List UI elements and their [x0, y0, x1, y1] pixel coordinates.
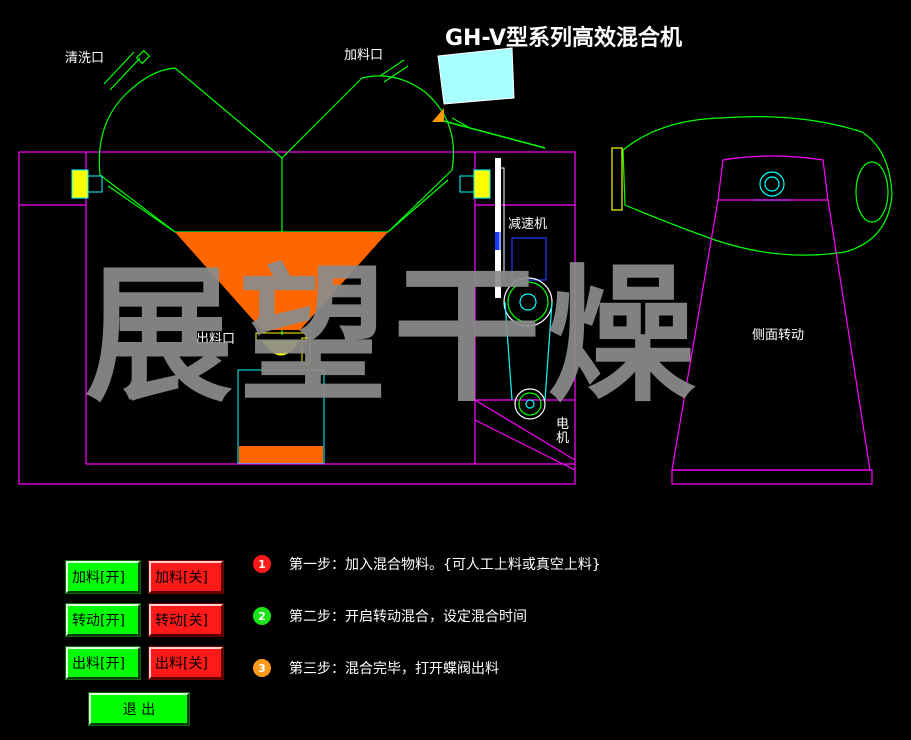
step-1-text: 第一步：加入混合物料。{可人工上料或真空上料}: [289, 557, 601, 573]
rotate-off-button[interactable]: 转动[关]: [149, 604, 223, 636]
motor-label: 电机: [556, 417, 570, 446]
main-frame: [18, 151, 576, 485]
feed-port-label: 加料口: [344, 48, 384, 63]
transmission: [503, 237, 553, 420]
step-2-badge: 2: [253, 607, 271, 625]
clean-port-label: 清洗口: [65, 51, 105, 66]
page-title: GH-V型系列高效混合机: [445, 26, 683, 51]
step-1: 1 第一步：加入混合物料。{可人工上料或真空上料}: [253, 553, 601, 575]
step-3-text: 第三步：混合完毕，打开蝶阀出料: [289, 661, 499, 677]
step-3: 3 第三步：混合完毕，打开蝶阀出料: [253, 657, 499, 679]
discharge-port-label: 出料口: [196, 332, 236, 347]
side-view-machine: [611, 116, 893, 485]
feed-indicator: [432, 108, 444, 122]
mixer-diagram: [18, 47, 893, 485]
discharge-off-button[interactable]: 出料[关]: [149, 647, 223, 679]
rotate-on-button[interactable]: 转动[开]: [66, 604, 140, 636]
step-2-text: 第二步：开启转动混合，设定混合时间: [289, 609, 527, 625]
step-3-badge: 3: [253, 659, 271, 677]
step-2: 2 第二步：开启转动混合，设定混合时间: [253, 605, 527, 627]
feed-hopper: [437, 47, 515, 105]
bin-material: [239, 446, 323, 463]
feed-off-button[interactable]: 加料[关]: [149, 561, 223, 593]
left-bearing: [71, 169, 103, 199]
discharge-on-button[interactable]: 出料[开]: [66, 647, 140, 679]
material-cone: [175, 232, 388, 330]
discharge-valve: [255, 332, 311, 365]
exit-button[interactable]: 退 出: [89, 693, 189, 725]
right-bearing: [459, 169, 491, 199]
reducer-column: [495, 158, 505, 298]
reducer-label: 减速机: [508, 217, 548, 232]
feed-on-button[interactable]: 加料[开]: [66, 561, 140, 593]
side-drive-label: 侧面转动: [752, 328, 805, 343]
step-1-badge: 1: [253, 555, 271, 573]
